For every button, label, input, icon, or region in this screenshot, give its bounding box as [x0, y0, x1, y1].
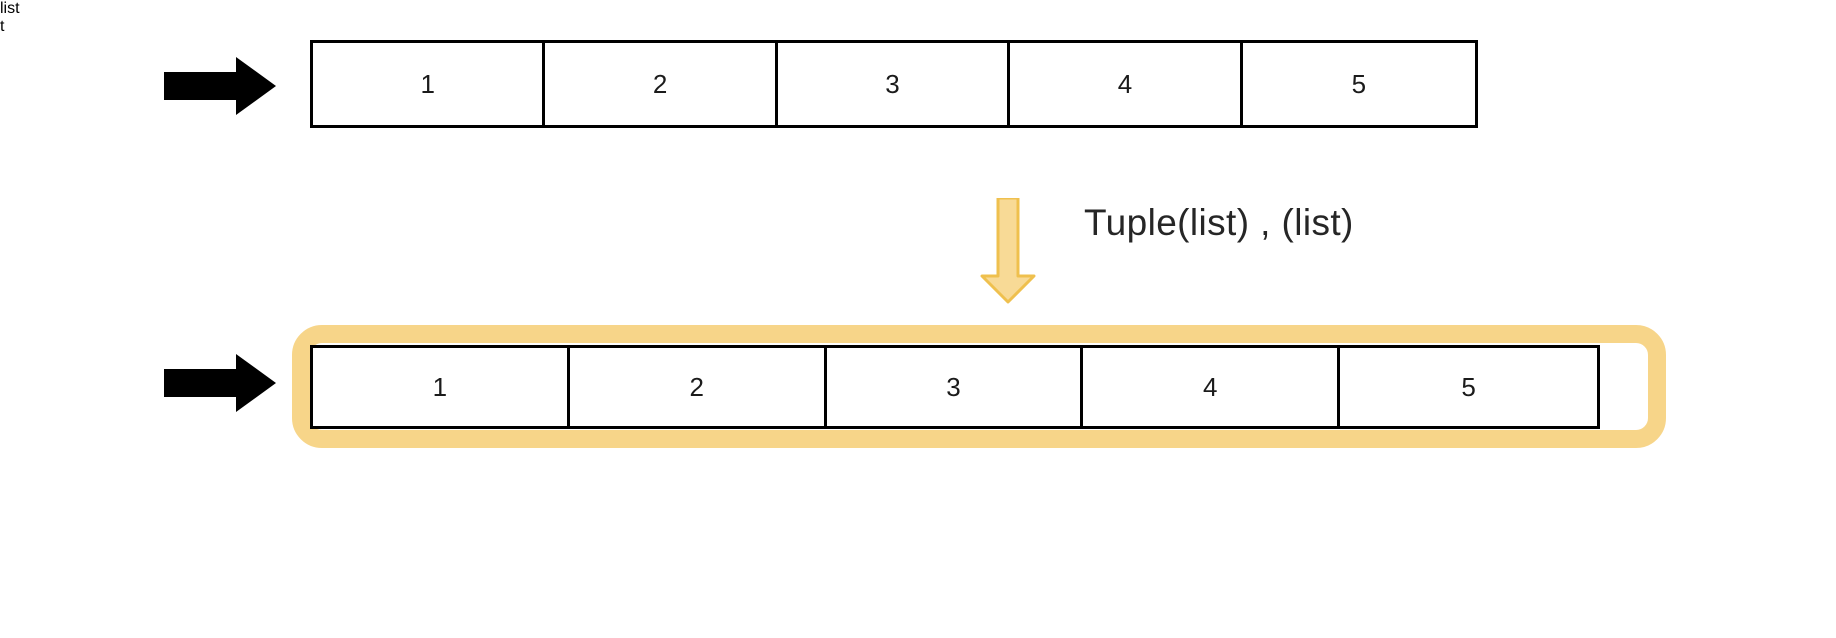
list-cell: 2: [545, 43, 778, 125]
black-right-arrow-icon: [164, 354, 276, 412]
tuple-cell: 1: [313, 348, 570, 426]
list-cell: 5: [1242, 43, 1476, 125]
list-cell: 3: [777, 43, 1011, 125]
list-cell: 1: [313, 43, 546, 125]
black-right-arrow-icon: [164, 57, 276, 115]
list-cell: 4: [1010, 43, 1243, 125]
conversion-label: Tuple(list) , (list): [1084, 202, 1354, 243]
tuple-cell: 4: [1083, 348, 1341, 426]
tuple-row-label: t: [0, 18, 5, 35]
list-row-label: list: [0, 0, 20, 17]
list-cells-container: 1 2 3 4 5: [310, 40, 1478, 128]
orange-down-arrow-icon: [980, 196, 1036, 304]
tuple-cell: 3: [826, 348, 1084, 426]
tuple-cells-container: 1 2 3 4 5: [310, 345, 1600, 429]
tuple-cell: 5: [1340, 348, 1597, 426]
tuple-cell: 2: [569, 348, 827, 426]
